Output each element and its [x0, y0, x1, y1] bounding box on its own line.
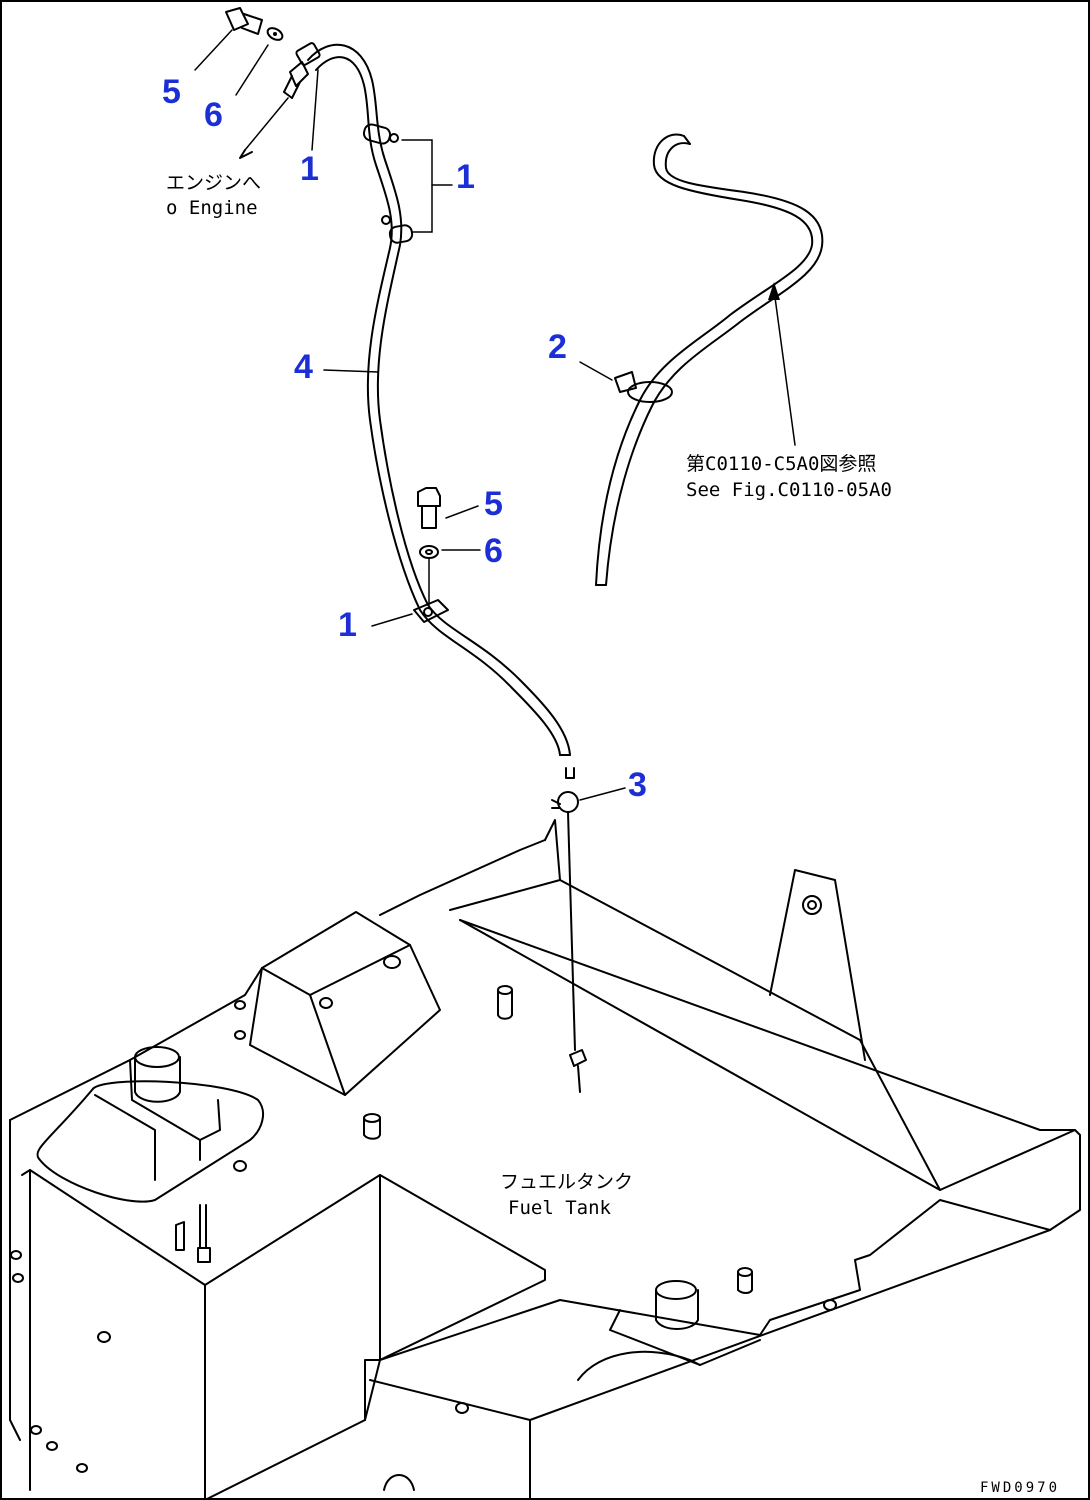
callout-top-washer: 6 [204, 96, 223, 134]
tank-connector [551, 767, 626, 1093]
note-reference-jp: 第C0110-C5A0図参照 [686, 453, 876, 475]
note-tank-jp: フュエルタンク [500, 1171, 633, 1193]
callout-side-clamp: 2 [548, 328, 567, 366]
note-engine-en: o Engine [166, 197, 258, 219]
top-fitting [239, 42, 321, 159]
top-bolt-washer [194, 7, 319, 151]
note-tank-en: Fuel Tank [508, 1197, 612, 1219]
hose-assembly [307, 43, 571, 756]
lower-clamp [371, 599, 449, 627]
note-reference-en: See Fig.C0110-05A0 [686, 479, 892, 501]
mid-bolt-washer [417, 487, 481, 606]
callout-top-bolt: 5 [162, 73, 181, 111]
callout-hose: 4 [294, 348, 313, 386]
hose-leader [323, 369, 379, 373]
callout-lower-clamp: 1 [338, 606, 357, 644]
note-engine-jp: エンジンへ [166, 172, 261, 194]
upper-clamps [362, 123, 453, 244]
fuel-tank [9, 819, 1081, 1500]
callout-mid-washer: 6 [484, 532, 503, 570]
callout-connector: 3 [628, 766, 647, 804]
callout-top-clamp: 1 [300, 150, 319, 188]
reference-hose [579, 133, 824, 586]
drawing-code: FWD0970 [980, 1480, 1060, 1496]
callout-mid-bolt: 5 [484, 485, 503, 523]
callout-upper-clamps: 1 [456, 158, 475, 196]
